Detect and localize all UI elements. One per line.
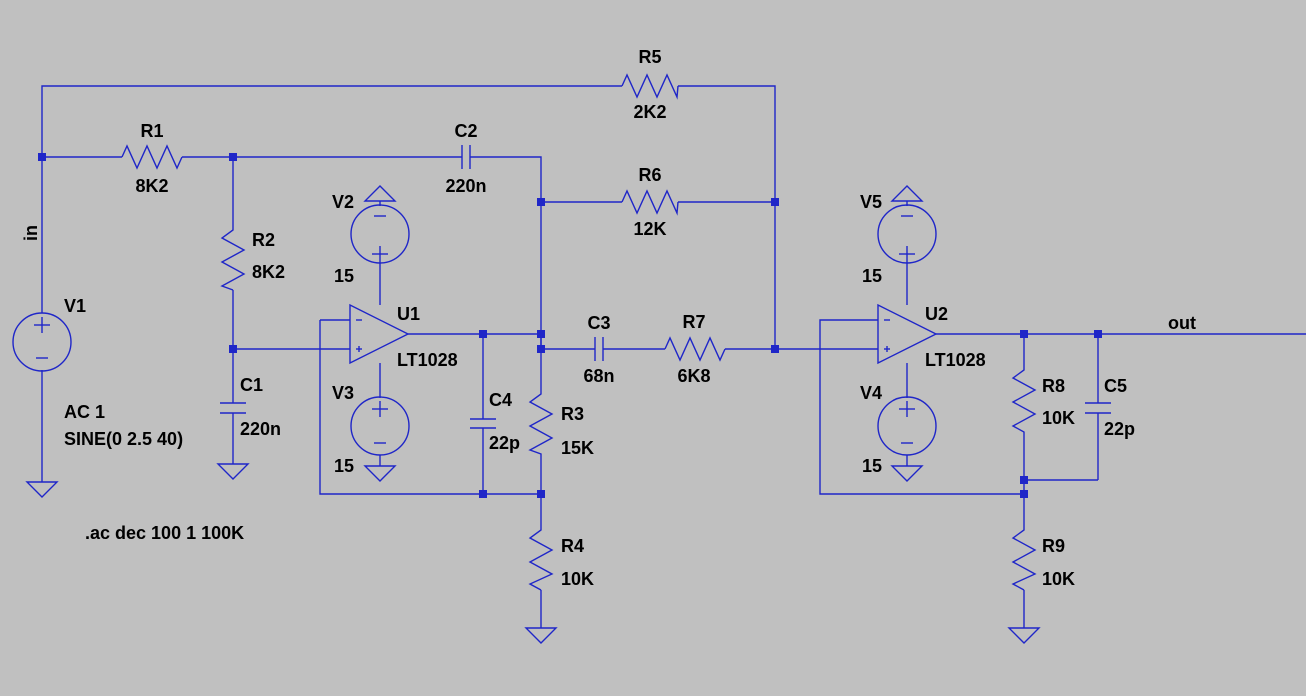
label-r9-name: R9 bbox=[1042, 536, 1065, 556]
capacitor-c3[interactable] bbox=[594, 337, 604, 361]
ground-c1 bbox=[216, 463, 250, 480]
label-v5-name: V5 bbox=[860, 192, 882, 212]
capacitor-c5[interactable] bbox=[1085, 402, 1111, 414]
label-c4-value: 22p bbox=[489, 433, 520, 453]
label-c3-name: C3 bbox=[587, 313, 610, 333]
resistor-r2[interactable] bbox=[220, 220, 246, 291]
capacitor-c4[interactable] bbox=[470, 418, 496, 429]
label-r2-name: R2 bbox=[252, 230, 275, 250]
resistor-r6[interactable] bbox=[621, 189, 679, 216]
voltage-source-v4[interactable] bbox=[877, 396, 937, 456]
label-r2-value: 8K2 bbox=[252, 262, 285, 282]
label-v3-value: 15 bbox=[334, 456, 354, 476]
label-r5-name: R5 bbox=[638, 47, 661, 67]
label-u2-name: U2 bbox=[925, 304, 948, 324]
voltage-source-v1[interactable] bbox=[12, 312, 72, 372]
label-v4-value: 15 bbox=[862, 456, 882, 476]
label-c5-name: C5 bbox=[1104, 376, 1127, 396]
label-r9-value: 10K bbox=[1042, 569, 1075, 589]
supply-flag-v5 bbox=[890, 185, 924, 202]
label-r1-name: R1 bbox=[140, 121, 163, 141]
label-v5-value: 15 bbox=[862, 266, 882, 286]
label-u1-name: U1 bbox=[397, 304, 420, 324]
label-v1-name: V1 bbox=[64, 296, 86, 316]
resistor-r9[interactable] bbox=[1011, 510, 1037, 591]
label-r7-value: 6K8 bbox=[677, 366, 710, 386]
junction-dots bbox=[38, 153, 1102, 498]
label-v3-name: V3 bbox=[332, 383, 354, 403]
ground-r9 bbox=[1007, 627, 1041, 644]
label-net-out: out bbox=[1168, 313, 1196, 333]
label-v2-name: V2 bbox=[332, 192, 354, 212]
label-u1-model: LT1028 bbox=[397, 350, 458, 370]
label-c2-value: 220n bbox=[445, 176, 486, 196]
voltage-source-v5[interactable] bbox=[877, 204, 937, 264]
label-v2-value: 15 bbox=[334, 266, 354, 286]
label-c5-value: 22p bbox=[1104, 419, 1135, 439]
label-directive: .ac dec 100 1 100K bbox=[85, 523, 244, 543]
label-r4-value: 10K bbox=[561, 569, 594, 589]
capacitor-c2[interactable] bbox=[461, 145, 471, 169]
label-c2-name: C2 bbox=[454, 121, 477, 141]
label-r3-name: R3 bbox=[561, 404, 584, 424]
resistor-r1[interactable] bbox=[121, 144, 183, 170]
label-r3-value: 15K bbox=[561, 438, 594, 458]
label-r6-name: R6 bbox=[638, 165, 661, 185]
label-c4-name: C4 bbox=[489, 390, 512, 410]
ground-r4 bbox=[524, 627, 558, 644]
label-c1-value: 220n bbox=[240, 419, 281, 439]
label-v1-line1: AC 1 bbox=[64, 402, 105, 422]
label-r6-value: 12K bbox=[633, 219, 666, 239]
capacitor-c1[interactable] bbox=[220, 402, 246, 414]
resistor-r7[interactable] bbox=[664, 336, 726, 362]
supply-flag-v4 bbox=[890, 465, 924, 482]
opamp-u2[interactable] bbox=[877, 303, 938, 365]
label-r1-value: 8K2 bbox=[135, 176, 168, 196]
ground-v1 bbox=[25, 481, 59, 498]
resistor-r3[interactable] bbox=[528, 380, 554, 464]
label-v1-line2: SINE(0 2.5 40) bbox=[64, 429, 183, 449]
label-r7-name: R7 bbox=[682, 312, 705, 332]
resistor-r8[interactable] bbox=[1011, 360, 1037, 440]
label-r5-value: 2K2 bbox=[633, 102, 666, 122]
wires bbox=[41, 85, 1306, 628]
label-c3-value: 68n bbox=[583, 366, 614, 386]
voltage-source-v2[interactable] bbox=[350, 204, 410, 264]
resistor-r5[interactable] bbox=[621, 73, 679, 100]
supply-flag-v3 bbox=[363, 465, 397, 482]
voltage-source-v3[interactable] bbox=[350, 396, 410, 456]
label-r4-name: R4 bbox=[561, 536, 584, 556]
supply-flag-v2 bbox=[363, 185, 397, 202]
label-c1-name: C1 bbox=[240, 375, 263, 395]
label-net-in: in bbox=[21, 225, 41, 241]
opamp-u1[interactable] bbox=[349, 303, 410, 365]
resistor-r4[interactable] bbox=[528, 510, 554, 591]
label-r8-name: R8 bbox=[1042, 376, 1065, 396]
label-v4-name: V4 bbox=[860, 383, 882, 403]
label-u2-model: LT1028 bbox=[925, 350, 986, 370]
label-r8-value: 10K bbox=[1042, 408, 1075, 428]
